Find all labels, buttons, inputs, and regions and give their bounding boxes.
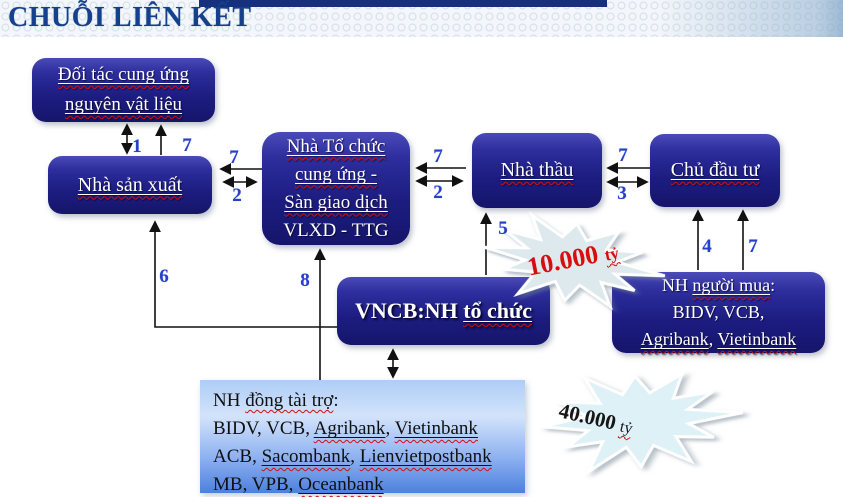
box-text-line: Sàn giao dịch (284, 191, 388, 213)
box-text-line: Agribank, Vietinbank (640, 329, 797, 349)
starburst-10000-label: 10.000 tỷ (525, 235, 621, 282)
box-text-line: nguyên vật liệu (64, 94, 183, 115)
box-text-line: BIDV, VCB, (672, 302, 765, 322)
box-text-line: NH người mua: (661, 275, 776, 295)
flow-label-7-contractor: 7 (433, 146, 443, 167)
amount-10000: 10.000 (524, 239, 601, 282)
box-vncb-nh-to-chuc: VNCB:NH tổ chức (337, 277, 550, 345)
flow-label-6: 6 (159, 266, 169, 287)
page-title: CHUỖI LIÊN KẾT (8, 2, 252, 33)
box-text-line: VNCB:NH tổ chức (355, 298, 532, 323)
box-text-line: MB, VPB, Oceanbank (213, 474, 384, 495)
flow-label-2-producer: 2 (232, 185, 242, 206)
box-text-line: Nhà sản xuất (77, 173, 183, 196)
box-nha-to-chuc-cung-ung: Nhà Tổ chức cung ứng - Sàn giao dịch VLX… (262, 132, 410, 245)
box-text-line: cung ứng - (294, 163, 378, 185)
starburst-40000-label: 40.000 tỷ (556, 398, 635, 439)
box-text-line: VLXD - TTG (283, 219, 389, 241)
box-nha-thau: Nhà thầu (472, 133, 602, 208)
amount-40000: 40.000 (556, 398, 619, 435)
header-navy-bar (199, 0, 607, 7)
box-text-line: BIDV, VCB, Agribank, Vietinbank (213, 418, 478, 439)
flow-label-7-supplier: 7 (182, 135, 192, 156)
flow-label-7-buyer: 7 (748, 236, 758, 257)
flow-label-2-contractor: 2 (433, 182, 443, 203)
flow-label-7-producer: 7 (229, 147, 239, 168)
box-nha-san-xuat: Nhà sản xuất (48, 156, 212, 214)
box-chu-dau-tu: Chủ đầu tư (650, 134, 780, 207)
box-text-line: Đối tác cung ứng (57, 64, 190, 85)
box-nh-nguoi-mua: NH người mua: BIDV, VCB, Agribank, Vieti… (612, 272, 825, 353)
box-text-line: NH đồng tài trợ: (213, 390, 339, 411)
flow-label-8: 8 (300, 270, 310, 291)
unit-ty: tỷ (618, 418, 635, 438)
flow-label-5: 5 (498, 218, 508, 239)
unit-ty: tỷ (602, 243, 621, 265)
flow-label-1: 1 (132, 136, 142, 157)
box-text-line: Nhà thầu (500, 159, 574, 181)
box-text-line: Chủ đầu tư (670, 159, 760, 181)
box-nh-dong-tai-tro: NH đồng tài trợ: BIDV, VCB, Agribank, Vi… (200, 380, 525, 495)
flow-label-3: 3 (617, 183, 627, 204)
flow-label-7-investor: 7 (618, 145, 628, 166)
flow-label-4: 4 (702, 236, 712, 257)
box-doi-tac-cung-ung: Đối tác cung ứng nguyên vật liệu (32, 58, 215, 122)
box-text-line: Nhà Tổ chức (286, 135, 386, 157)
box-text-line: ACB, Sacombank, Lienvietpostbank (213, 446, 492, 467)
